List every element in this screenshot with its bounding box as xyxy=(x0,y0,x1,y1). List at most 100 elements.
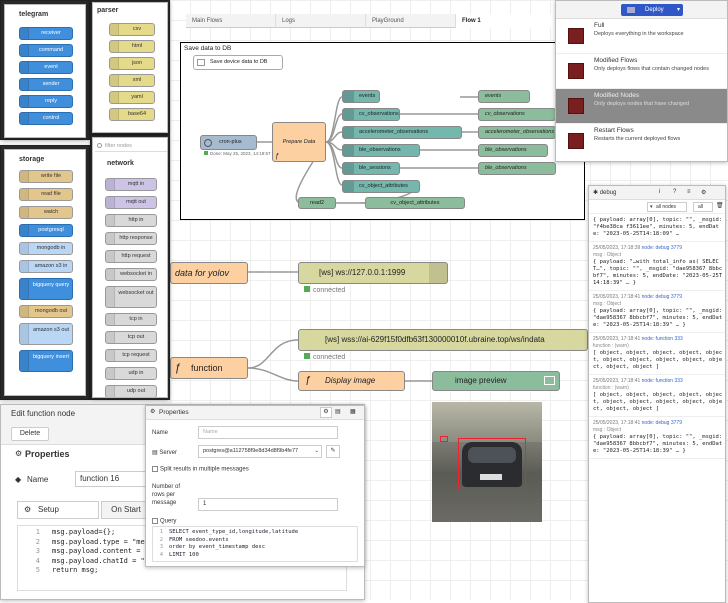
output-node-events-0[interactable]: events xyxy=(478,90,530,103)
palette-node-amazon-s3-in[interactable]: amazon s3 in xyxy=(19,260,73,273)
palette-node-tcp-in[interactable]: tcp in xyxy=(105,313,157,326)
link-node-cv-object-attributes[interactable]: cv_object_attributes xyxy=(342,180,420,193)
info-icon[interactable]: i xyxy=(659,189,661,195)
link-node-accelerometer-observations[interactable]: accelerometer_observations xyxy=(342,126,462,139)
palette-node-websocket-out[interactable]: websocket out xyxy=(105,286,157,308)
split-checkbox[interactable] xyxy=(152,466,158,472)
tab-playground[interactable]: PlayGround xyxy=(366,14,456,28)
palette-node-mongodb-in[interactable]: mongodb in xyxy=(19,242,73,255)
deploy-button[interactable]: Deploy ▾ xyxy=(621,4,683,16)
palette-node-json[interactable]: json xyxy=(109,57,155,70)
websocket-out-node-1[interactable]: [ws] ws://127.0.0.1:1999 xyxy=(298,262,448,284)
palette-node-tcp-request[interactable]: tcp request xyxy=(105,349,157,362)
palette-node-udp-in[interactable]: udp in xyxy=(105,367,157,380)
palette-node-mqtt-out[interactable]: mqtt out xyxy=(105,196,157,209)
read-out-node[interactable]: cv_object_attributes xyxy=(365,197,465,209)
debug-node-link[interactable]: node: debug 3779 xyxy=(641,294,682,300)
tab-onstart[interactable]: On Start xyxy=(101,501,151,519)
help-icon[interactable]: ? xyxy=(673,189,677,195)
palette-node-mqtt-in[interactable]: mqtt in xyxy=(105,178,157,191)
palette-node-http-request[interactable]: http request xyxy=(105,250,157,263)
display-image-node[interactable]: ƒ Display image xyxy=(298,371,405,391)
palette-node-read-file[interactable]: read file xyxy=(19,188,73,201)
palette-node-xml[interactable]: xml xyxy=(109,74,155,87)
palette-node-tcp-out[interactable]: tcp out xyxy=(105,331,157,344)
tab-main-flows[interactable]: Main Flows xyxy=(186,14,276,28)
output-node-ble-observations-4[interactable]: ble_observations xyxy=(478,162,556,175)
link-node-cv-observations[interactable]: cv_observations xyxy=(342,108,400,121)
palette-node-postgresql[interactable]: postgresql xyxy=(19,224,73,237)
debug-node-link[interactable]: node: debug 3779 xyxy=(641,420,682,426)
palette-node-bigquery-insert[interactable]: bigquery insert xyxy=(19,350,73,372)
pg-server-select[interactable]: postgres@a112758f9e8d34d8f9b4fe77⌄ xyxy=(198,445,322,458)
palette-node-watch[interactable]: watch xyxy=(19,206,73,219)
palette-node-mongodb-out[interactable]: mongodb out xyxy=(19,305,73,318)
tab-flow-1[interactable]: Flow 1 xyxy=(456,14,556,28)
filter-select[interactable]: ▾all nodes xyxy=(647,202,687,212)
debug-tab[interactable]: ✱ debug xyxy=(593,190,617,196)
palette-node-bigquery-query[interactable]: bigquery query xyxy=(19,278,73,300)
data-for-yolov-node[interactable]: data for yolov xyxy=(170,262,248,284)
palette-node-sender[interactable]: sender xyxy=(19,78,73,91)
pg-name-input[interactable]: Name xyxy=(198,426,338,439)
palette-node-base64[interactable]: base64 xyxy=(109,108,155,121)
trash-icon[interactable]: 🗑 xyxy=(716,203,724,209)
appearance-tab-icon[interactable]: ▦ xyxy=(350,409,356,415)
context-icon[interactable]: ≡ xyxy=(687,189,691,195)
palette-node-http-response[interactable]: http response xyxy=(105,232,157,245)
palette-node-html[interactable]: html xyxy=(109,40,155,53)
pg-edit-server-button[interactable]: ✎ xyxy=(326,445,340,458)
palette-node-udp-out[interactable]: udp out xyxy=(105,385,157,397)
output-node-cv-observations-1[interactable]: cv_observations xyxy=(478,108,556,121)
function-node-prepare-data[interactable]: ƒ Prepare Data xyxy=(272,122,326,162)
read-node[interactable]: read2 xyxy=(298,197,336,209)
config-icon[interactable]: ⚙ xyxy=(701,190,707,196)
output-node-accelerometer-observations-2[interactable]: accelerometer_observations xyxy=(478,126,556,139)
palette-node-amazon-s3-out[interactable]: amazon s3 out xyxy=(19,323,73,345)
palette-node-reply[interactable]: reply xyxy=(19,95,73,108)
output-node-ble-observations-3[interactable]: ble_observations xyxy=(478,144,548,157)
filter2-select[interactable]: all xyxy=(693,202,713,212)
palette-node-write-file[interactable]: write file xyxy=(19,170,73,183)
palette-node-control[interactable]: control xyxy=(19,112,73,125)
palette-node-command[interactable]: command xyxy=(19,44,73,57)
name-input[interactable]: function 16 xyxy=(75,471,155,487)
pg-split-row[interactable]: Split results in multiple messages xyxy=(152,466,249,473)
palette-node-event[interactable]: event xyxy=(19,61,73,74)
debug-message[interactable]: { payload: array[0], topic: "", _msgid: … xyxy=(589,214,725,242)
delete-button[interactable]: Delete xyxy=(11,427,49,441)
query-checkbox[interactable] xyxy=(152,518,158,524)
debug-node-link[interactable]: node: function 333 xyxy=(641,378,683,384)
palette-node-websocket-in[interactable]: websocket in xyxy=(105,268,157,281)
comment-node[interactable]: Save device data to DB xyxy=(193,55,283,70)
websocket-out-node-2[interactable]: [ws] wss://ai-629f15f0dfb63f130000010f.u… xyxy=(298,329,588,351)
link-node-ble-observations[interactable]: ble_observations xyxy=(342,144,420,157)
debug-node-link[interactable]: node: function 333 xyxy=(641,336,683,342)
description-tab-icon[interactable]: ▤ xyxy=(335,409,341,415)
pg-rows-input[interactable]: 1 xyxy=(198,498,338,511)
palette-node-csv[interactable]: csv xyxy=(109,23,155,36)
inject-node-cron-plus[interactable]: cron-plus xyxy=(200,135,257,150)
link-node-ble-sessions[interactable]: ble_sessions xyxy=(342,162,400,175)
debug-node-link[interactable]: node: debug 3779 xyxy=(641,245,682,251)
filter-nodes-input[interactable]: filter nodes xyxy=(95,140,167,152)
palette-node-receiver[interactable]: receiver xyxy=(19,27,73,40)
palette-node-yaml[interactable]: yaml xyxy=(109,91,155,104)
image-preview-node[interactable]: image preview xyxy=(432,371,560,391)
settings-tab-icon[interactable]: ⚙ xyxy=(320,407,332,418)
link-node-events[interactable]: events xyxy=(342,90,380,103)
tab-setup[interactable]: ⚙Setup xyxy=(17,501,99,519)
palette-node-http-in[interactable]: http in xyxy=(105,214,157,227)
function-node-main[interactable]: ƒ function xyxy=(170,357,248,379)
tab-logs[interactable]: Logs xyxy=(276,14,366,28)
